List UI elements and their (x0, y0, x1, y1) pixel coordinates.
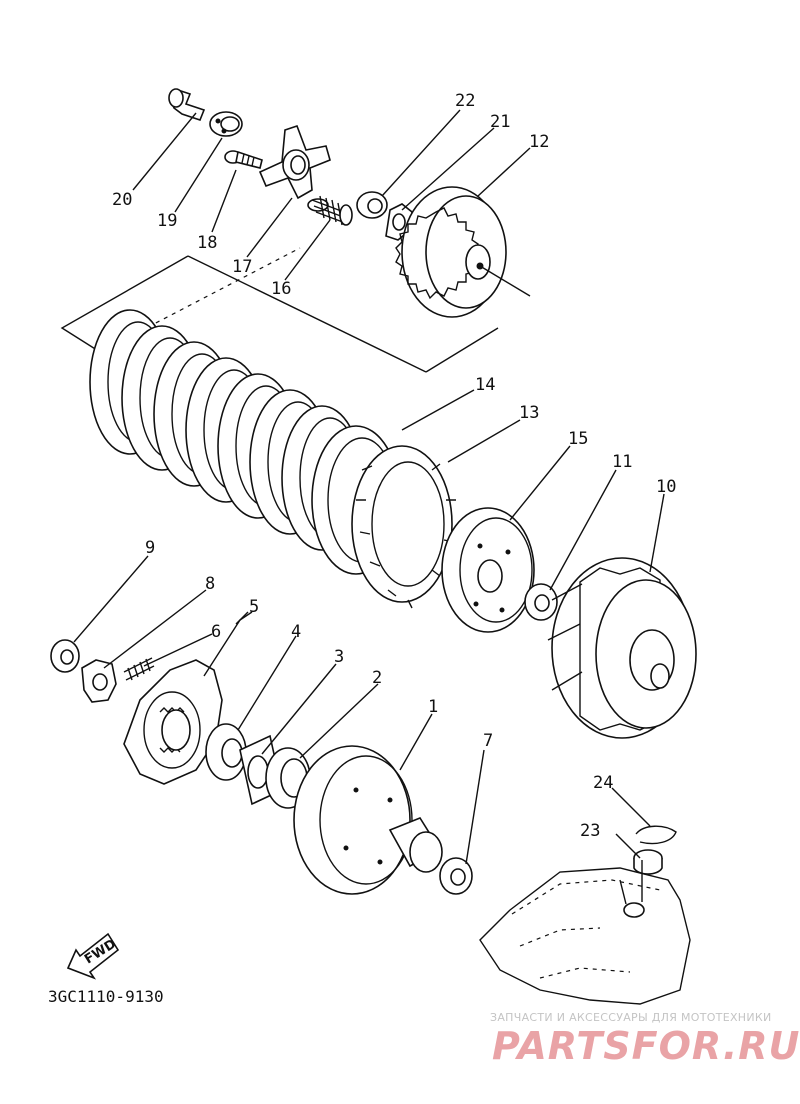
leader-lines (73, 109, 665, 865)
part-11-lock-washer (524, 583, 558, 621)
callout-18: 18 (197, 233, 217, 253)
callout-2: 2 (372, 668, 382, 688)
callout-22: 22 (455, 91, 475, 111)
part-8-lock-washer (81, 659, 117, 703)
part-9-washer (50, 639, 80, 673)
clutch-plate-stack (89, 309, 456, 609)
callout-6: 6 (211, 622, 221, 642)
part-12-primary-driven-gear (395, 186, 531, 318)
callout-8: 8 (205, 574, 215, 594)
callout-21: 21 (490, 112, 510, 132)
callout-15: 15 (568, 429, 588, 449)
part-19-bearing (209, 111, 243, 137)
callout-3: 3 (334, 647, 344, 667)
callout-1: 1 (428, 697, 438, 717)
callout-24: 24 (593, 773, 613, 793)
part-18-bolt (224, 150, 263, 169)
callout-23: 23 (580, 821, 600, 841)
callout-12: 12 (529, 132, 549, 152)
part-16-spring (307, 195, 353, 226)
part-number-callouts: 1 2 3 4 5 6 7 8 9 10 11 12 13 14 15 16 1… (112, 91, 676, 841)
part-10-clutch-housing (547, 557, 697, 739)
callout-16: 16 (271, 279, 291, 299)
callout-7: 7 (483, 731, 493, 751)
part-7-washer (439, 857, 473, 895)
diagram-code: 3GC1110-9130 (48, 987, 164, 1006)
part-22-collar (356, 191, 388, 219)
part-20-pin (168, 88, 206, 121)
part-1-clutch-drum (293, 745, 443, 895)
watermark-tagline: ЗАПЧАСТИ И АКСЕССУАРЫ ДЛЯ МОТОТЕХНИКИ (490, 1011, 772, 1024)
part-5-clutch-carrier (123, 659, 223, 785)
callout-9: 9 (145, 538, 155, 558)
part-17-pressure-plate (258, 124, 331, 200)
callout-10: 10 (656, 477, 676, 497)
callout-13: 13 (519, 403, 539, 423)
callout-17: 17 (232, 257, 252, 277)
callout-4: 4 (291, 622, 301, 642)
callout-14: 14 (475, 375, 495, 395)
crankcase-outline (479, 860, 691, 1005)
part-23-cap (633, 849, 663, 875)
watermark-logo: PARTSFOR.RU (492, 1024, 800, 1068)
callout-5: 5 (249, 597, 259, 617)
fwd-arrow-icon: FWD (66, 932, 120, 980)
part-24-circlip (635, 825, 677, 845)
part-4-washer (205, 723, 247, 781)
part-13-friction-plate (351, 445, 456, 609)
callout-11: 11 (612, 452, 632, 472)
callout-19: 19 (157, 211, 177, 231)
callout-20: 20 (112, 190, 132, 210)
part-6-spring (123, 657, 155, 681)
part-15-pressure-plate-disc (441, 507, 535, 633)
